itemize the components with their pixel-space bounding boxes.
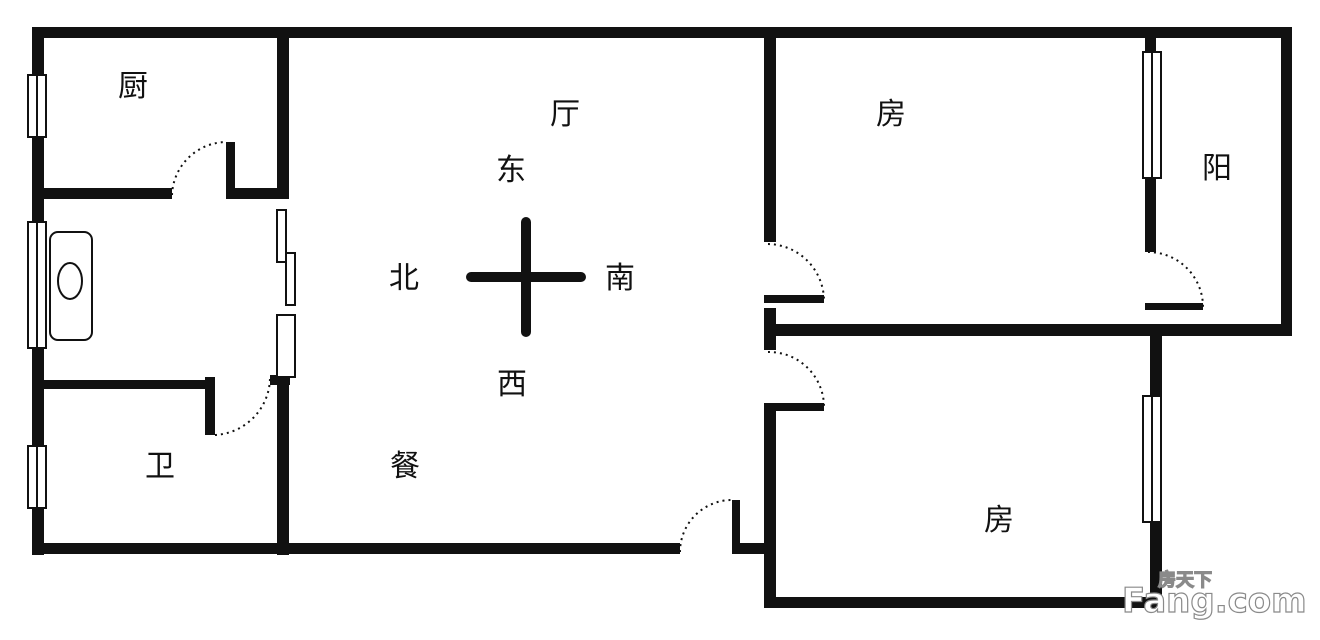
window-bath bbox=[27, 221, 47, 349]
room-label-living: 厅 bbox=[550, 97, 580, 132]
compass-east-label: 东 bbox=[496, 153, 526, 188]
room-label-bedroom-top: 房 bbox=[876, 97, 906, 132]
compass-north-label: 北 bbox=[389, 261, 419, 296]
room-label-bathroom: 卫 bbox=[145, 449, 175, 484]
watermark: 房天下 Fang.com bbox=[1121, 568, 1307, 621]
room-label-kitchen: 厨 bbox=[118, 69, 148, 104]
room-labels: 厨 厅 餐 卫 房 房 阳 bbox=[118, 69, 1232, 538]
window-wc bbox=[27, 445, 47, 509]
room-label-dining: 餐 bbox=[390, 449, 420, 484]
window-bedroom-bottom bbox=[1142, 395, 1162, 523]
window-bath-interior bbox=[276, 209, 296, 378]
room-label-balcony: 阳 bbox=[1202, 151, 1232, 186]
bathtub-icon bbox=[49, 231, 93, 341]
compass-cross-vertical bbox=[521, 217, 531, 337]
window-kitchen bbox=[27, 74, 47, 138]
compass: 北 东 南 西 bbox=[389, 153, 635, 402]
watermark-chinese: 房天下 bbox=[1158, 569, 1212, 591]
room-label-bedroom-bottom: 房 bbox=[984, 503, 1014, 538]
compass-south-label: 南 bbox=[605, 261, 635, 296]
windows bbox=[27, 51, 1162, 523]
watermark-brand: Fang.com bbox=[1122, 581, 1307, 621]
window-balcony bbox=[1142, 51, 1162, 179]
door-swings bbox=[171, 141, 1204, 553]
compass-west-label: 西 bbox=[497, 367, 527, 402]
walls bbox=[32, 27, 1292, 608]
